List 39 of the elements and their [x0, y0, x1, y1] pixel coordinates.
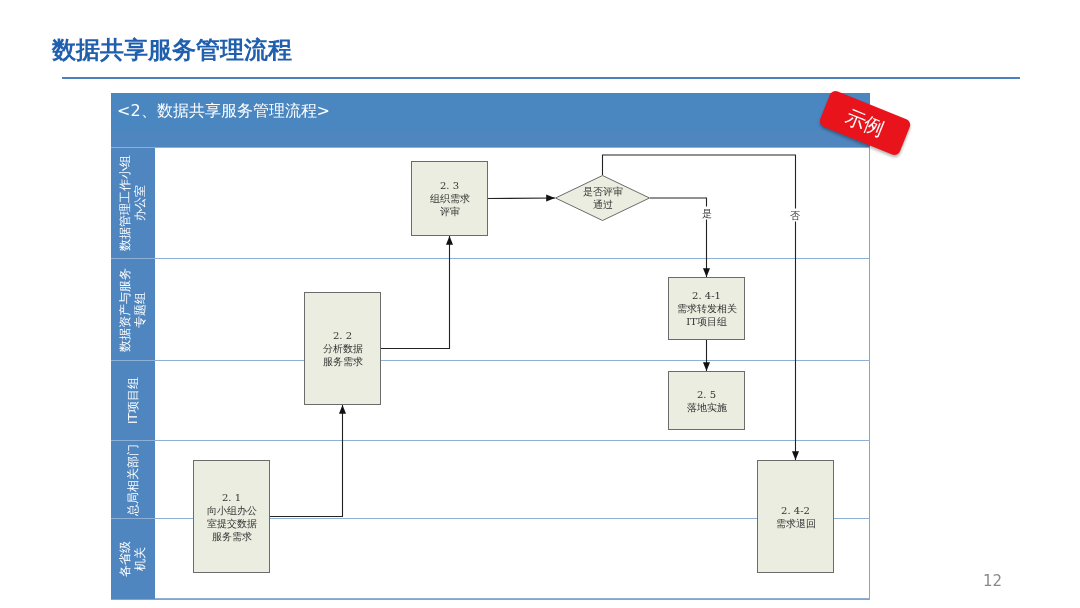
step-number: 2. 3 — [439, 179, 460, 192]
page-title: 数据共享服务管理流程 — [52, 35, 292, 66]
step-number: 2. 1 — [221, 490, 242, 504]
lane-label: 各省级机关 — [118, 540, 148, 579]
process-box — [668, 371, 745, 430]
swimlane-header — [111, 518, 155, 599]
connector-arrow — [601, 154, 799, 461]
process-box — [304, 292, 381, 405]
page-number: 12 — [983, 572, 1003, 590]
lane-label: 总局相关部门 — [125, 442, 141, 517]
edge-label: 是 — [702, 206, 712, 220]
step-number: 2. 4-1 — [692, 289, 721, 302]
swimlane-header — [111, 258, 155, 360]
step-text: 组织需求评审 — [428, 192, 471, 218]
swimlane-header — [111, 360, 155, 440]
step-number: 2. 2 — [332, 329, 353, 342]
swimlane-header — [111, 147, 155, 258]
lane-label: 数据管理工作小组办公室 — [118, 154, 148, 252]
process-box — [668, 277, 745, 340]
step-text: 落地实施 — [686, 400, 727, 414]
edge-label: 否 — [790, 208, 800, 222]
process-box — [193, 460, 270, 573]
step-text: 向小组办公室提交数据服务需求 — [205, 503, 258, 543]
lane-label: 数据资产与服务专题组 — [118, 266, 148, 353]
connector-arrow — [380, 235, 453, 350]
step-text: 分析数据服务需求 — [321, 342, 364, 368]
connector-arrow — [487, 194, 556, 202]
step-text: 需求转发相关IT项目组 — [675, 302, 738, 328]
process-box — [411, 161, 488, 236]
step-text: 需求退回 — [775, 516, 816, 530]
step-number: 2. 5 — [696, 387, 717, 401]
process-box — [757, 460, 834, 573]
decision-text: 是否评审通过 — [581, 185, 624, 211]
step-number: 2. 4-2 — [781, 503, 810, 517]
connector-arrow — [269, 404, 346, 518]
lane-label: IT项目组 — [125, 376, 141, 426]
swimlane-header — [111, 440, 155, 518]
connector-arrow — [703, 339, 710, 372]
connector-arrow — [649, 197, 710, 278]
